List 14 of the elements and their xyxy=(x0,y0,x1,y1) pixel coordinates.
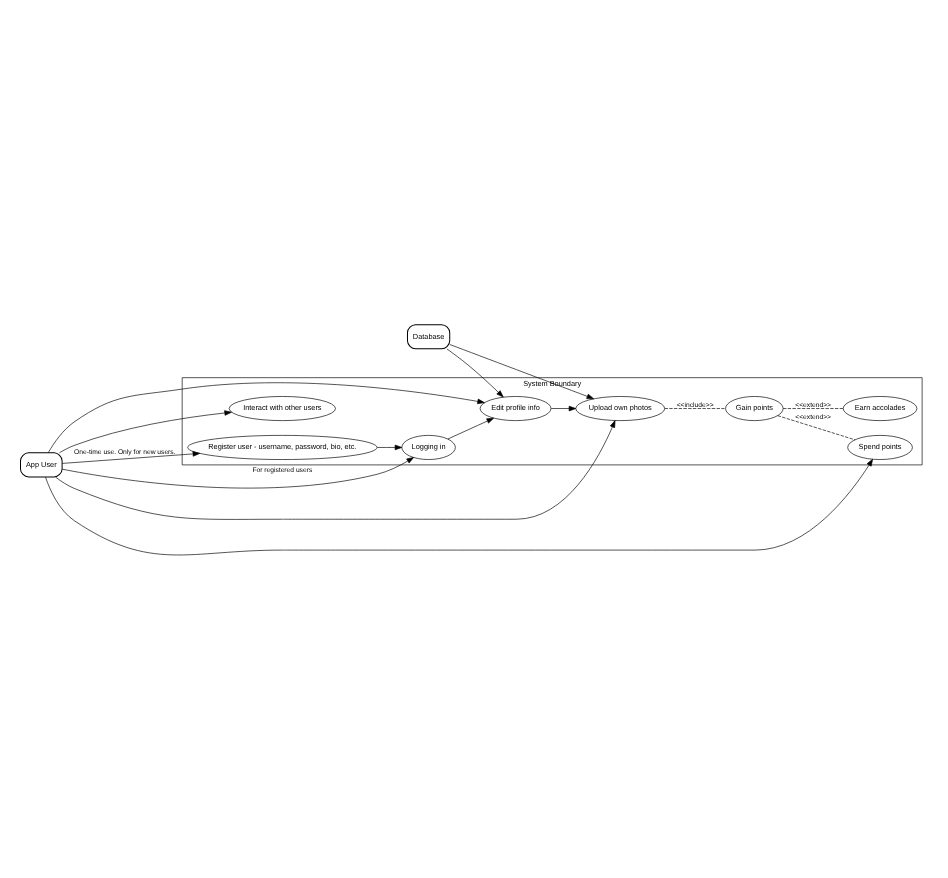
arrow xyxy=(449,343,594,399)
arrow xyxy=(446,347,504,397)
arrow xyxy=(376,443,403,450)
arrow xyxy=(47,381,485,452)
connector xyxy=(782,407,844,408)
arrow xyxy=(59,409,232,453)
connector xyxy=(777,414,856,440)
arrow xyxy=(45,457,873,555)
arrow xyxy=(61,450,201,463)
arrow xyxy=(55,419,616,519)
arrow xyxy=(550,404,577,411)
connector xyxy=(664,407,726,408)
arrow xyxy=(447,416,494,439)
arrow xyxy=(61,456,414,488)
